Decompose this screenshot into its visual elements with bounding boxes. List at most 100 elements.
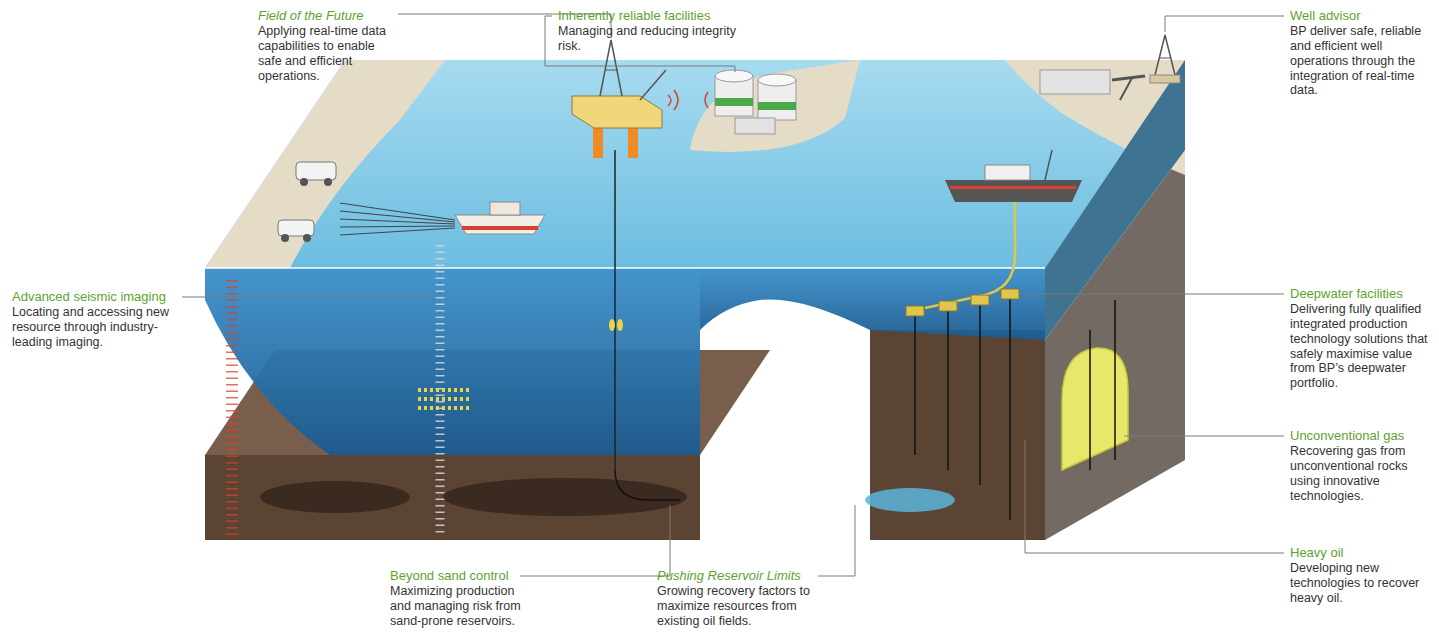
leader-line bbox=[182, 297, 436, 298]
seismic-vessel bbox=[490, 202, 520, 215]
leader-line bbox=[182, 14, 1284, 576]
earth-slab bbox=[260, 481, 410, 513]
callout-title: Inherently reliable facilities bbox=[558, 8, 736, 23]
callout-text: Growing recovery factors to maximize res… bbox=[657, 584, 815, 628]
storage-tanks bbox=[705, 92, 708, 108]
production-platform bbox=[614, 150, 616, 470]
callout-text: Developing new technologies to recover h… bbox=[1290, 561, 1433, 605]
sea-surface bbox=[690, 60, 860, 152]
production-platform bbox=[605, 70, 618, 71]
callout-title: Field of the Future bbox=[258, 8, 393, 23]
deepwater-vessel bbox=[925, 150, 1082, 308]
subsea-manifolds bbox=[971, 295, 989, 305]
callout-text: Recovering gas from unconventional rocks… bbox=[1290, 444, 1433, 503]
callout-title: Well advisor bbox=[1290, 8, 1433, 23]
storage-tanks bbox=[758, 74, 796, 86]
production-platform bbox=[609, 319, 615, 331]
production-platform bbox=[668, 90, 678, 110]
subsea-manifolds bbox=[906, 306, 924, 316]
production-platform bbox=[600, 40, 622, 96]
onshore-facilities bbox=[1155, 35, 1175, 75]
sea-section bbox=[700, 268, 1045, 340]
callout-title: Unconventional gas bbox=[1290, 428, 1433, 443]
callout-title: Heavy oil bbox=[1290, 545, 1433, 560]
sea-section bbox=[205, 267, 1045, 269]
storage-tanks bbox=[758, 102, 796, 110]
leader-line bbox=[1124, 436, 1284, 437]
seismic-vessel bbox=[340, 219, 455, 224]
earth-block bbox=[1062, 348, 1128, 470]
onshore-facilities bbox=[1112, 76, 1145, 80]
subsea-manifolds bbox=[914, 315, 916, 455]
production-platform bbox=[615, 470, 680, 500]
onshore-facilities bbox=[1120, 78, 1132, 100]
sea-section bbox=[205, 60, 1185, 455]
survey-vehicle bbox=[278, 162, 336, 242]
onshore-facilities bbox=[1159, 58, 1171, 59]
sea-surface bbox=[205, 60, 1185, 268]
deepwater-vessel bbox=[950, 186, 1076, 189]
earth-slab bbox=[205, 455, 700, 540]
seismic-waves bbox=[418, 388, 470, 392]
callout-title: Advanced seismic imaging bbox=[12, 289, 177, 304]
subsea-manifolds bbox=[979, 304, 981, 485]
leader-line bbox=[520, 505, 670, 576]
callout-text: Managing and reducing integrity risk. bbox=[558, 24, 736, 54]
onshore-facilities bbox=[1040, 70, 1110, 94]
deepwater-vessel bbox=[1045, 150, 1052, 180]
storage-tanks bbox=[715, 70, 753, 82]
leader-line bbox=[545, 16, 735, 72]
survey-vehicle bbox=[281, 234, 289, 242]
deepwater-vessel bbox=[945, 180, 1082, 202]
seismic-waves bbox=[226, 280, 238, 535]
seismic-vessel bbox=[462, 226, 538, 230]
sea-surface bbox=[205, 60, 1185, 268]
subsea-manifolds bbox=[1009, 298, 1011, 520]
seismic-waves bbox=[418, 406, 470, 410]
leader-line bbox=[818, 505, 855, 576]
callout-title: Deepwater facilities bbox=[1290, 286, 1433, 301]
onshore-facilities bbox=[1040, 35, 1180, 100]
production-platform bbox=[617, 319, 623, 331]
sea-section bbox=[205, 268, 700, 455]
leader-line bbox=[1025, 440, 1284, 553]
leader-line bbox=[1024, 294, 1284, 295]
survey-vehicle bbox=[278, 220, 314, 236]
seismic-waves bbox=[418, 397, 470, 401]
storage-tanks bbox=[735, 118, 775, 134]
production-platform bbox=[572, 40, 680, 500]
subsea-manifolds bbox=[1089, 330, 1091, 470]
subsea-manifolds bbox=[1001, 289, 1019, 299]
callout-text: Locating and accessing new resource thro… bbox=[12, 305, 177, 349]
subsea-manifolds bbox=[947, 310, 949, 470]
seismic-vessel bbox=[340, 202, 545, 235]
survey-vehicle bbox=[296, 162, 336, 180]
callout-text: BP deliver safe, reliable and efficient … bbox=[1290, 24, 1433, 98]
survey-vehicle bbox=[324, 178, 332, 186]
callout-text: Delivering fully qualified integrated pr… bbox=[1290, 302, 1433, 391]
survey-vehicle bbox=[303, 234, 311, 242]
storage-tanks bbox=[715, 98, 753, 106]
callout-title: Pushing Reservoir Limits bbox=[657, 568, 815, 583]
subsea-manifolds bbox=[1114, 300, 1116, 460]
seismic-vessel bbox=[340, 228, 455, 235]
leader-line bbox=[1165, 16, 1284, 32]
production-platform bbox=[640, 70, 666, 100]
subsea-manifolds bbox=[939, 301, 957, 311]
seismic-vessel bbox=[455, 215, 545, 234]
callout-title: Beyond sand control bbox=[390, 568, 535, 583]
callout-text: Maximizing production and managing risk … bbox=[390, 584, 535, 628]
earth-block bbox=[865, 488, 955, 512]
production-platform bbox=[572, 96, 662, 128]
storage-tanks bbox=[705, 70, 796, 134]
onshore-facilities bbox=[1150, 75, 1180, 83]
deepwater-vessel bbox=[985, 165, 1030, 180]
sea-surface bbox=[205, 60, 445, 268]
seismic-vessel bbox=[340, 203, 455, 220]
survey-vehicle bbox=[300, 178, 308, 186]
subsea-manifolds bbox=[906, 289, 1115, 520]
callout-text: Applying real-time data capabilities to … bbox=[258, 24, 393, 83]
